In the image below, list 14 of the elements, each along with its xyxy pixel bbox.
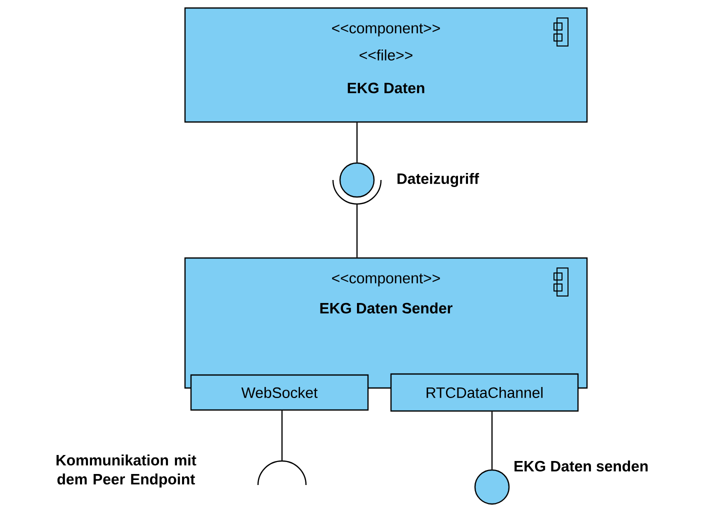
connector-line (356, 204, 358, 258)
interface-label: EKG Daten senden (514, 460, 648, 472)
port-box: RTCDataChannel (390, 373, 579, 412)
interface-label: Dateizugriff (398, 172, 480, 188)
port-box: WebSocket (190, 374, 369, 411)
interface-label: Kommunikation mit dem Peer Endpoint (56, 454, 196, 488)
interface-ball (339, 162, 375, 198)
connector-line (491, 412, 493, 470)
component-box: <<component>> <<file>> EKG Daten (184, 7, 588, 123)
socket-arc (332, 180, 382, 205)
socket-arc (257, 460, 307, 486)
connector-line (356, 122, 358, 162)
interface-ball (474, 469, 510, 505)
connector-line (281, 410, 283, 461)
